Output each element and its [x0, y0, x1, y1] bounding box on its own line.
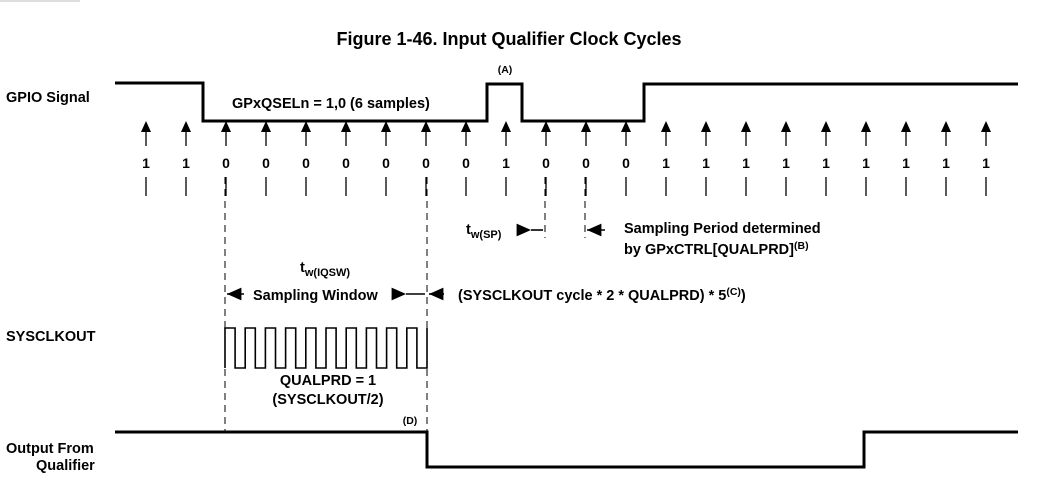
- qualprd-line2: (SYSCLKOUT/2): [272, 392, 383, 408]
- sample-value: 0: [542, 155, 550, 171]
- sample-arrow-head: [581, 121, 591, 132]
- sample-value: 1: [862, 155, 870, 171]
- sample-arrow-head: [381, 121, 391, 132]
- sample-value: 1: [662, 155, 670, 171]
- sample-arrow-head: [461, 121, 471, 132]
- sample-value: 1: [902, 155, 910, 171]
- sample-arrow-head: [901, 121, 911, 132]
- tw-iqsw-label: tw(IQSW): [300, 260, 350, 279]
- sampling-period-line2: by GPxCTRL[QUALPRD](B): [624, 240, 809, 258]
- sample-arrow-head: [501, 121, 511, 132]
- sample-value: 0: [462, 155, 470, 171]
- figure-title: Figure 1-46. Input Qualifier Clock Cycle…: [336, 29, 681, 49]
- sample-arrow-head: [421, 121, 431, 132]
- sample-arrow-head: [701, 121, 711, 132]
- sample-arrow-head: [301, 121, 311, 132]
- sample-value: 0: [302, 155, 310, 171]
- sample-arrow-head: [661, 121, 671, 132]
- sample-arrow-head: [341, 121, 351, 132]
- sample-value: 0: [582, 155, 590, 171]
- sysclkout-label: SYSCLKOUT: [6, 329, 96, 345]
- sample-value: 1: [182, 155, 190, 171]
- sample-value: 0: [622, 155, 630, 171]
- output-label-line2: Qualifier: [36, 458, 95, 474]
- sample-value: 0: [262, 155, 270, 171]
- qualprd-line1: QUALPRD = 1: [280, 373, 376, 389]
- gpio-waveform: [115, 81, 1018, 123]
- sample-value: 1: [782, 155, 790, 171]
- sampling-window-label: Sampling Window: [253, 288, 378, 304]
- qsel-annotation: GPxQSELn = 1,0 (6 samples): [232, 96, 430, 112]
- sampling-period-line1: Sampling Period determined: [624, 221, 821, 237]
- sample-arrow-head: [141, 121, 151, 132]
- sample-arrow-head: [221, 121, 231, 132]
- sample-markers: 1 1 0 0 0 0 0 0 0 1 0 0 0 1 1 1 1 1 1 1 1 1: [141, 121, 991, 196]
- formula-label: (SYSCLKOUT cycle * 2 * QUALPRD) * 5(C)): [458, 286, 746, 304]
- sample-arrow-head: [981, 121, 991, 132]
- sample-arrow-head: [621, 121, 631, 132]
- note-d-label: (D): [403, 415, 418, 427]
- sample-value: 0: [382, 155, 390, 171]
- sample-arrow-head: [781, 121, 791, 132]
- sample-value: 1: [502, 155, 510, 171]
- sample-arrow-head: [541, 121, 551, 132]
- sample-arrow-head: [941, 121, 951, 132]
- sample-value: 0: [342, 155, 350, 171]
- sample-arrow-head: [861, 121, 871, 132]
- sample-value: 0: [422, 155, 430, 171]
- sample-value: 1: [982, 155, 990, 171]
- gpio-signal-label: GPIO Signal: [6, 90, 90, 106]
- sample-arrow-head: [741, 121, 751, 132]
- note-a-label: (A): [498, 64, 513, 76]
- sample-value: 1: [702, 155, 710, 171]
- sample-arrow-head: [821, 121, 831, 132]
- sample-arrow-head: [261, 121, 271, 132]
- tw-sp-label: tw(SP): [466, 222, 502, 241]
- sample-value: 1: [142, 155, 150, 171]
- output-waveform: [115, 430, 1018, 469]
- sample-value: 1: [822, 155, 830, 171]
- sample-value: 1: [742, 155, 750, 171]
- sysclkout-waveform: [224, 327, 428, 369]
- sample-value: 1: [942, 155, 950, 171]
- output-label-line1: Output From: [6, 441, 94, 457]
- sample-arrow-head: [181, 121, 191, 132]
- sample-value: 0: [222, 155, 230, 171]
